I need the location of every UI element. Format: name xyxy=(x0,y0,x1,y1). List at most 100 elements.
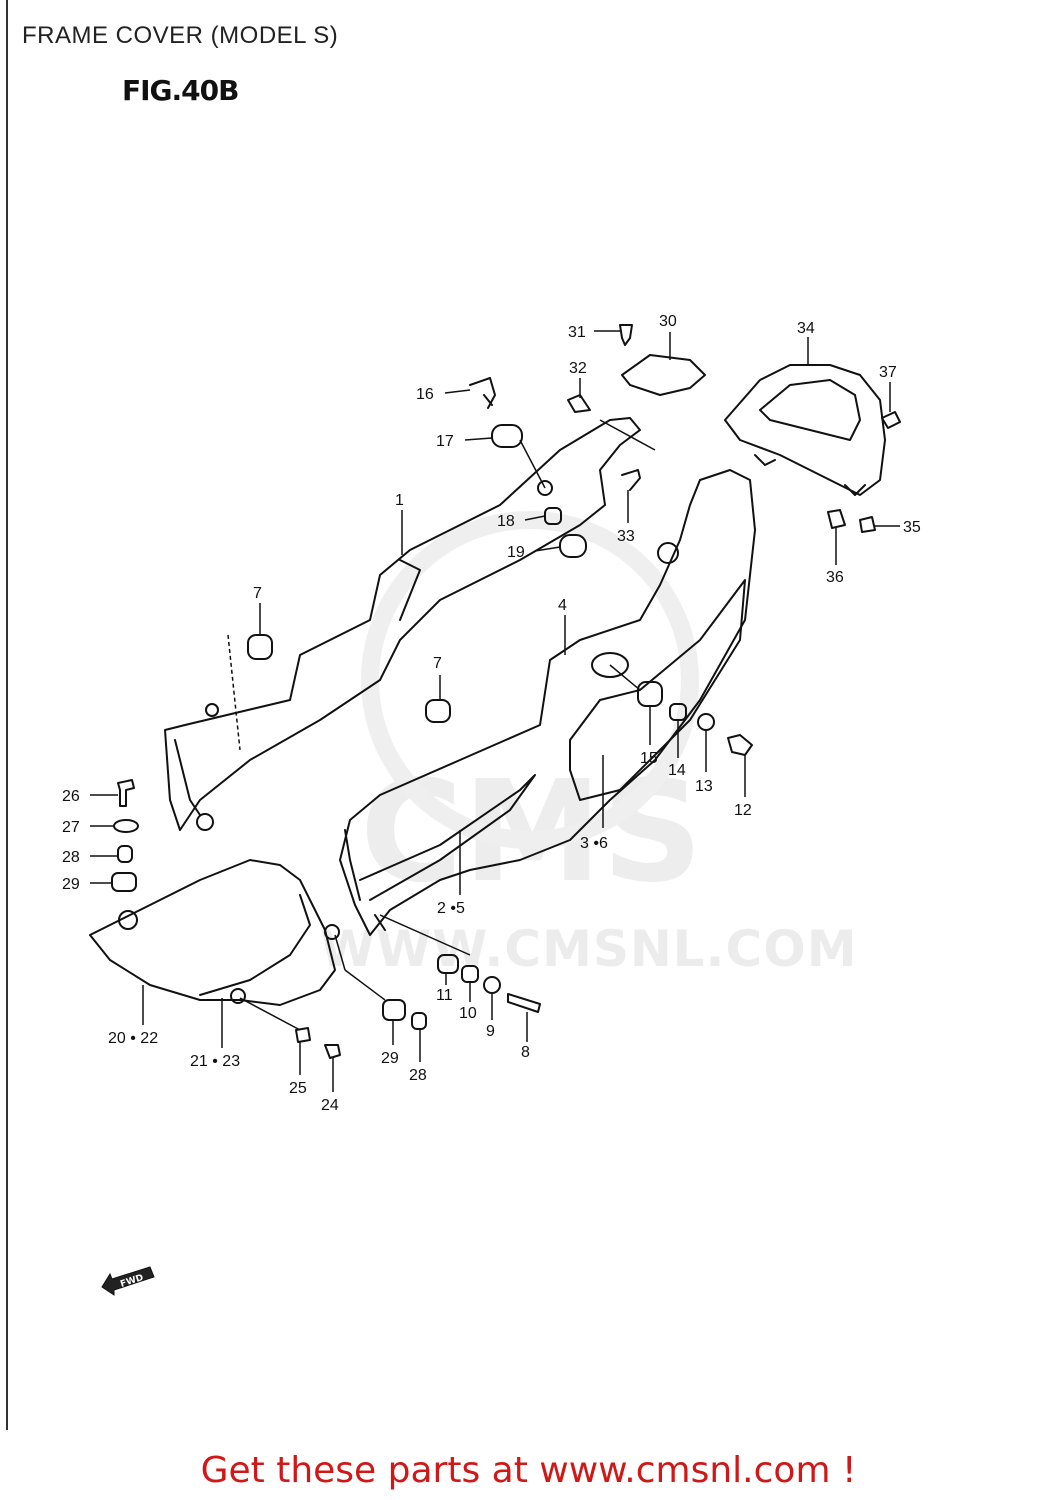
callout-32: 32 xyxy=(569,360,587,377)
callout-7b: 7 xyxy=(433,655,442,672)
rail-hole-front xyxy=(196,813,214,831)
rail-hole-rear xyxy=(537,480,553,496)
callout-13: 13 xyxy=(695,778,713,795)
callout-17: 17 xyxy=(436,433,454,450)
side-cover-hole xyxy=(230,988,246,1004)
grommet-19 xyxy=(559,534,587,558)
grab-rail-34-inner xyxy=(759,379,861,441)
watermark-mascot xyxy=(361,511,699,849)
callout-28b: 28 xyxy=(409,1067,427,1084)
callout-28a: 28 xyxy=(62,849,80,866)
screw-35 xyxy=(859,516,876,533)
clip-36 xyxy=(827,509,846,529)
callout-24: 24 xyxy=(321,1097,339,1114)
assembly-line-c xyxy=(239,997,301,1031)
cover-lower-panel xyxy=(344,829,386,931)
callout-29a: 29 xyxy=(62,876,80,893)
callout-14: 14 xyxy=(668,762,686,779)
callout-1: 1 xyxy=(395,492,404,509)
leader-18 xyxy=(524,515,546,521)
rail-hole-mid xyxy=(205,703,219,717)
figure-number: FIG.40B xyxy=(122,74,239,107)
assembly-line-h xyxy=(519,439,546,489)
callout-12: 12 xyxy=(734,802,752,819)
page-left-border xyxy=(6,0,8,1430)
assembly-line-f xyxy=(609,664,641,691)
leader-17 xyxy=(464,437,493,441)
callout-36: 36 xyxy=(826,569,844,586)
callout-8: 8 xyxy=(521,1044,530,1061)
grommet-7b xyxy=(425,699,451,723)
grommet-7a xyxy=(247,634,273,660)
screw-31 xyxy=(619,324,633,346)
collar-28a xyxy=(117,845,133,863)
side-cover-hole-2 xyxy=(324,924,340,940)
bolt-26 xyxy=(117,779,135,807)
assembly-line-g xyxy=(599,419,656,451)
assembly-line-b xyxy=(379,914,471,956)
callout-10: 10 xyxy=(459,1005,477,1022)
collar-28b xyxy=(411,1012,427,1030)
collar-10 xyxy=(461,965,479,983)
cover-grommet-hole xyxy=(591,652,629,678)
nut-27 xyxy=(113,819,139,833)
callout-2-5: 2 •5 xyxy=(437,900,465,917)
nut-25 xyxy=(295,1027,311,1043)
callout-30: 30 xyxy=(659,313,677,330)
side-cover-boss xyxy=(118,910,138,930)
callout-26: 26 xyxy=(62,788,80,805)
washer-13 xyxy=(697,713,715,731)
frame-rail-1 xyxy=(164,417,641,831)
callout-18: 18 xyxy=(497,513,515,530)
callout-3-6: 3 •6 xyxy=(580,835,608,852)
callout-34: 34 xyxy=(797,320,815,337)
callout-37: 37 xyxy=(879,364,897,381)
callout-19: 19 xyxy=(507,544,525,561)
assembly-line-e xyxy=(344,969,386,1001)
callout-15: 15 xyxy=(640,750,658,767)
callout-11: 11 xyxy=(436,987,453,1004)
screw-24 xyxy=(324,1044,341,1059)
grommet-29a xyxy=(111,872,137,892)
grab-rail-34 xyxy=(724,364,886,496)
grommet-29b xyxy=(382,999,406,1021)
callout-7a: 7 xyxy=(253,585,262,602)
callout-16: 16 xyxy=(416,386,434,403)
leader-16 xyxy=(444,389,471,394)
washer-9 xyxy=(483,976,501,994)
frame-cover-4-stripe xyxy=(359,774,536,901)
side-cover-20 xyxy=(89,859,336,1006)
callout-21-23: 21 • 23 xyxy=(190,1053,240,1070)
tail-cap-30 xyxy=(621,354,706,396)
callout-29b: 29 xyxy=(381,1050,399,1067)
grommet-11 xyxy=(437,954,459,974)
side-cover-20-inner xyxy=(199,894,311,996)
forward-arrow-icon: FWD xyxy=(101,1266,155,1296)
callout-20-22: 20 • 22 xyxy=(108,1030,158,1047)
screw-37 xyxy=(881,411,901,429)
callout-4: 4 xyxy=(558,597,567,614)
frame-cover-4 xyxy=(339,469,756,936)
bolt-12 xyxy=(727,734,753,756)
parts-diagram: CMS xyxy=(62,313,921,1114)
watermark-text: WWW.CMSNL.COM xyxy=(320,920,858,978)
assembly-line-d xyxy=(334,934,346,971)
bolt-8 xyxy=(507,993,541,1013)
bolt-16 xyxy=(469,377,496,409)
callout-33: 33 xyxy=(617,528,635,545)
grommet-17 xyxy=(491,424,523,448)
leader-19 xyxy=(534,546,561,552)
grommet-15 xyxy=(637,681,663,707)
cover-boss xyxy=(657,542,679,564)
page-title: FRAME COVER (MODEL S) xyxy=(22,22,339,49)
screw-33 xyxy=(621,469,641,491)
callout-9: 9 xyxy=(486,1023,495,1040)
callout-31: 31 xyxy=(568,324,586,341)
clip-32 xyxy=(567,394,591,413)
callout-27: 27 xyxy=(62,819,80,836)
assembly-line-a xyxy=(227,634,241,751)
callout-35: 35 xyxy=(903,519,921,536)
grab-rail-tab xyxy=(754,454,866,496)
frame-rail-1-edge xyxy=(174,559,421,816)
get-parts-link[interactable]: Get these parts at www.cmsnl.com ! xyxy=(200,1450,857,1491)
